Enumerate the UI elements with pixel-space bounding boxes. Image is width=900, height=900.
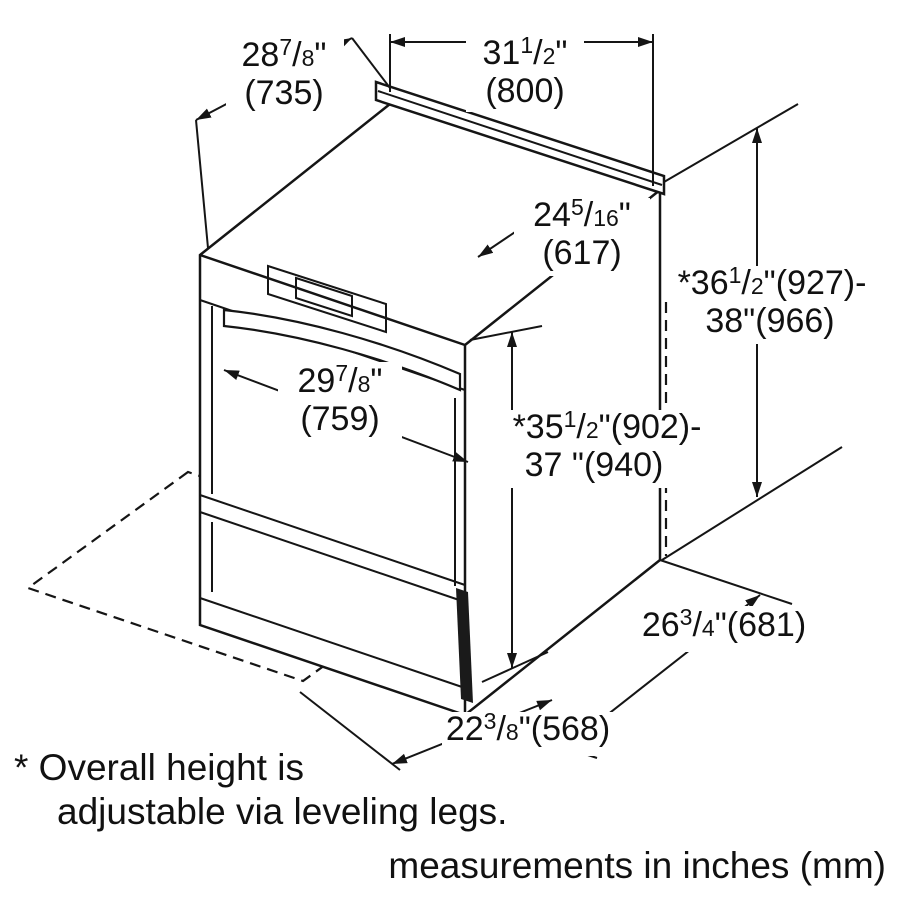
control-panel-display (267, 264, 387, 334)
dim-overall-height-line2: 38"(966) (705, 302, 834, 340)
dim-top-depth-mm: (735) (244, 74, 323, 112)
units-note: measurements in inches (mm) (388, 845, 886, 886)
drawer-bottom-edge (199, 597, 466, 689)
door-bottom-edge (199, 494, 466, 586)
dim-cooktop-depth-mm: (617) (542, 234, 621, 272)
dim-top-depth-inches: 287/8" (242, 34, 327, 74)
storage-drawer (199, 522, 473, 703)
dim-cooktop-height-line2: 37 "(940) (525, 446, 664, 484)
dim-top-width-mm: (800) (485, 72, 564, 110)
backguard-rail-inner-line (377, 90, 663, 186)
footnote-line-2: adjustable via leveling legs. (57, 791, 507, 832)
footnote-line-1: * Overall height is (14, 747, 304, 788)
label-halos (226, 34, 872, 756)
dim-base-depth: 263/4"(681) (642, 604, 806, 644)
dim-door-width-inches: 297/8" (298, 360, 383, 400)
notes: * Overall height is adjustable via level… (14, 747, 886, 886)
dim-door-width-mm: (759) (300, 400, 379, 438)
ext-line (351, 37, 391, 89)
ext-line (661, 446, 843, 561)
dim-overall-height-line1: *361/2"(927)- (678, 262, 867, 302)
ext-line (659, 559, 793, 605)
dim-base-width: 223/8"(568) (446, 708, 610, 748)
ext-line (469, 325, 543, 341)
dim-cooktop-depth-inches: 245/16" (533, 194, 631, 234)
drawer-side-shadow (456, 588, 473, 703)
ext-line (663, 103, 799, 183)
display-window (295, 276, 353, 318)
ext-line (299, 691, 401, 771)
ext-line (195, 119, 209, 249)
dim-cooktop-height-line1: *351/2"(902)- (513, 406, 702, 446)
dim-top-width-inches: 311/2" (483, 32, 568, 72)
door-drawer-gap (199, 511, 466, 603)
dimension-labels: 287/8" (735) 311/2" (800) 245/16" (617) … (242, 32, 867, 748)
